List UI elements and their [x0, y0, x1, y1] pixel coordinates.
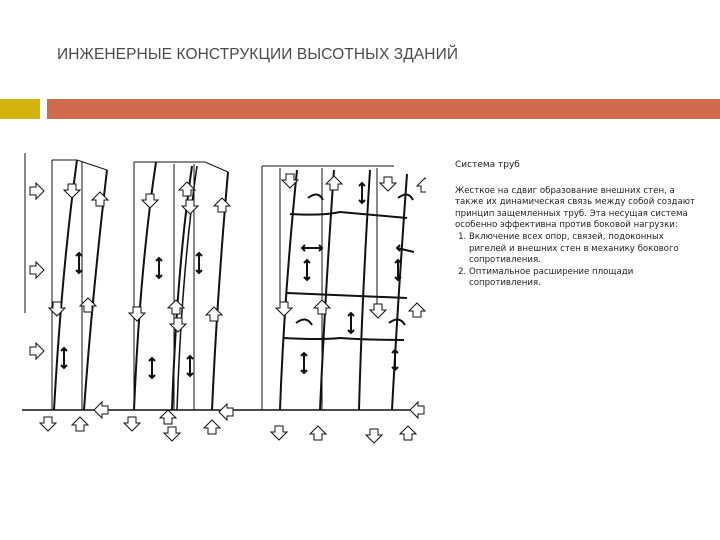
frame-panel-2	[123, 161, 234, 442]
caption-list: Включение всех опор, связей, подоконных …	[455, 232, 695, 290]
structural-diagram	[22, 153, 426, 444]
accent-bar-right	[47, 99, 720, 119]
caption-list-item: Оптимальное расширение площади сопротивл…	[469, 267, 695, 290]
frame-panel-1	[29, 159, 109, 432]
slide-title: ИНЖЕНЕРНЫЕ КОНСТРУКЦИИ ВЫСОТНЫХ ЗДАНИЙ	[57, 46, 459, 63]
tube-system-panel	[261, 165, 426, 444]
caption-list-item: Включение всех опор, связей, подоконных …	[469, 232, 695, 267]
accent-bar-left	[0, 99, 40, 119]
caption-heading: Система труб	[455, 160, 520, 170]
caption-paragraph: Жесткое на сдвиг образование внешних сте…	[455, 185, 696, 231]
caption-block: Система труб Жесткое на сдвиг образовани…	[455, 160, 695, 290]
